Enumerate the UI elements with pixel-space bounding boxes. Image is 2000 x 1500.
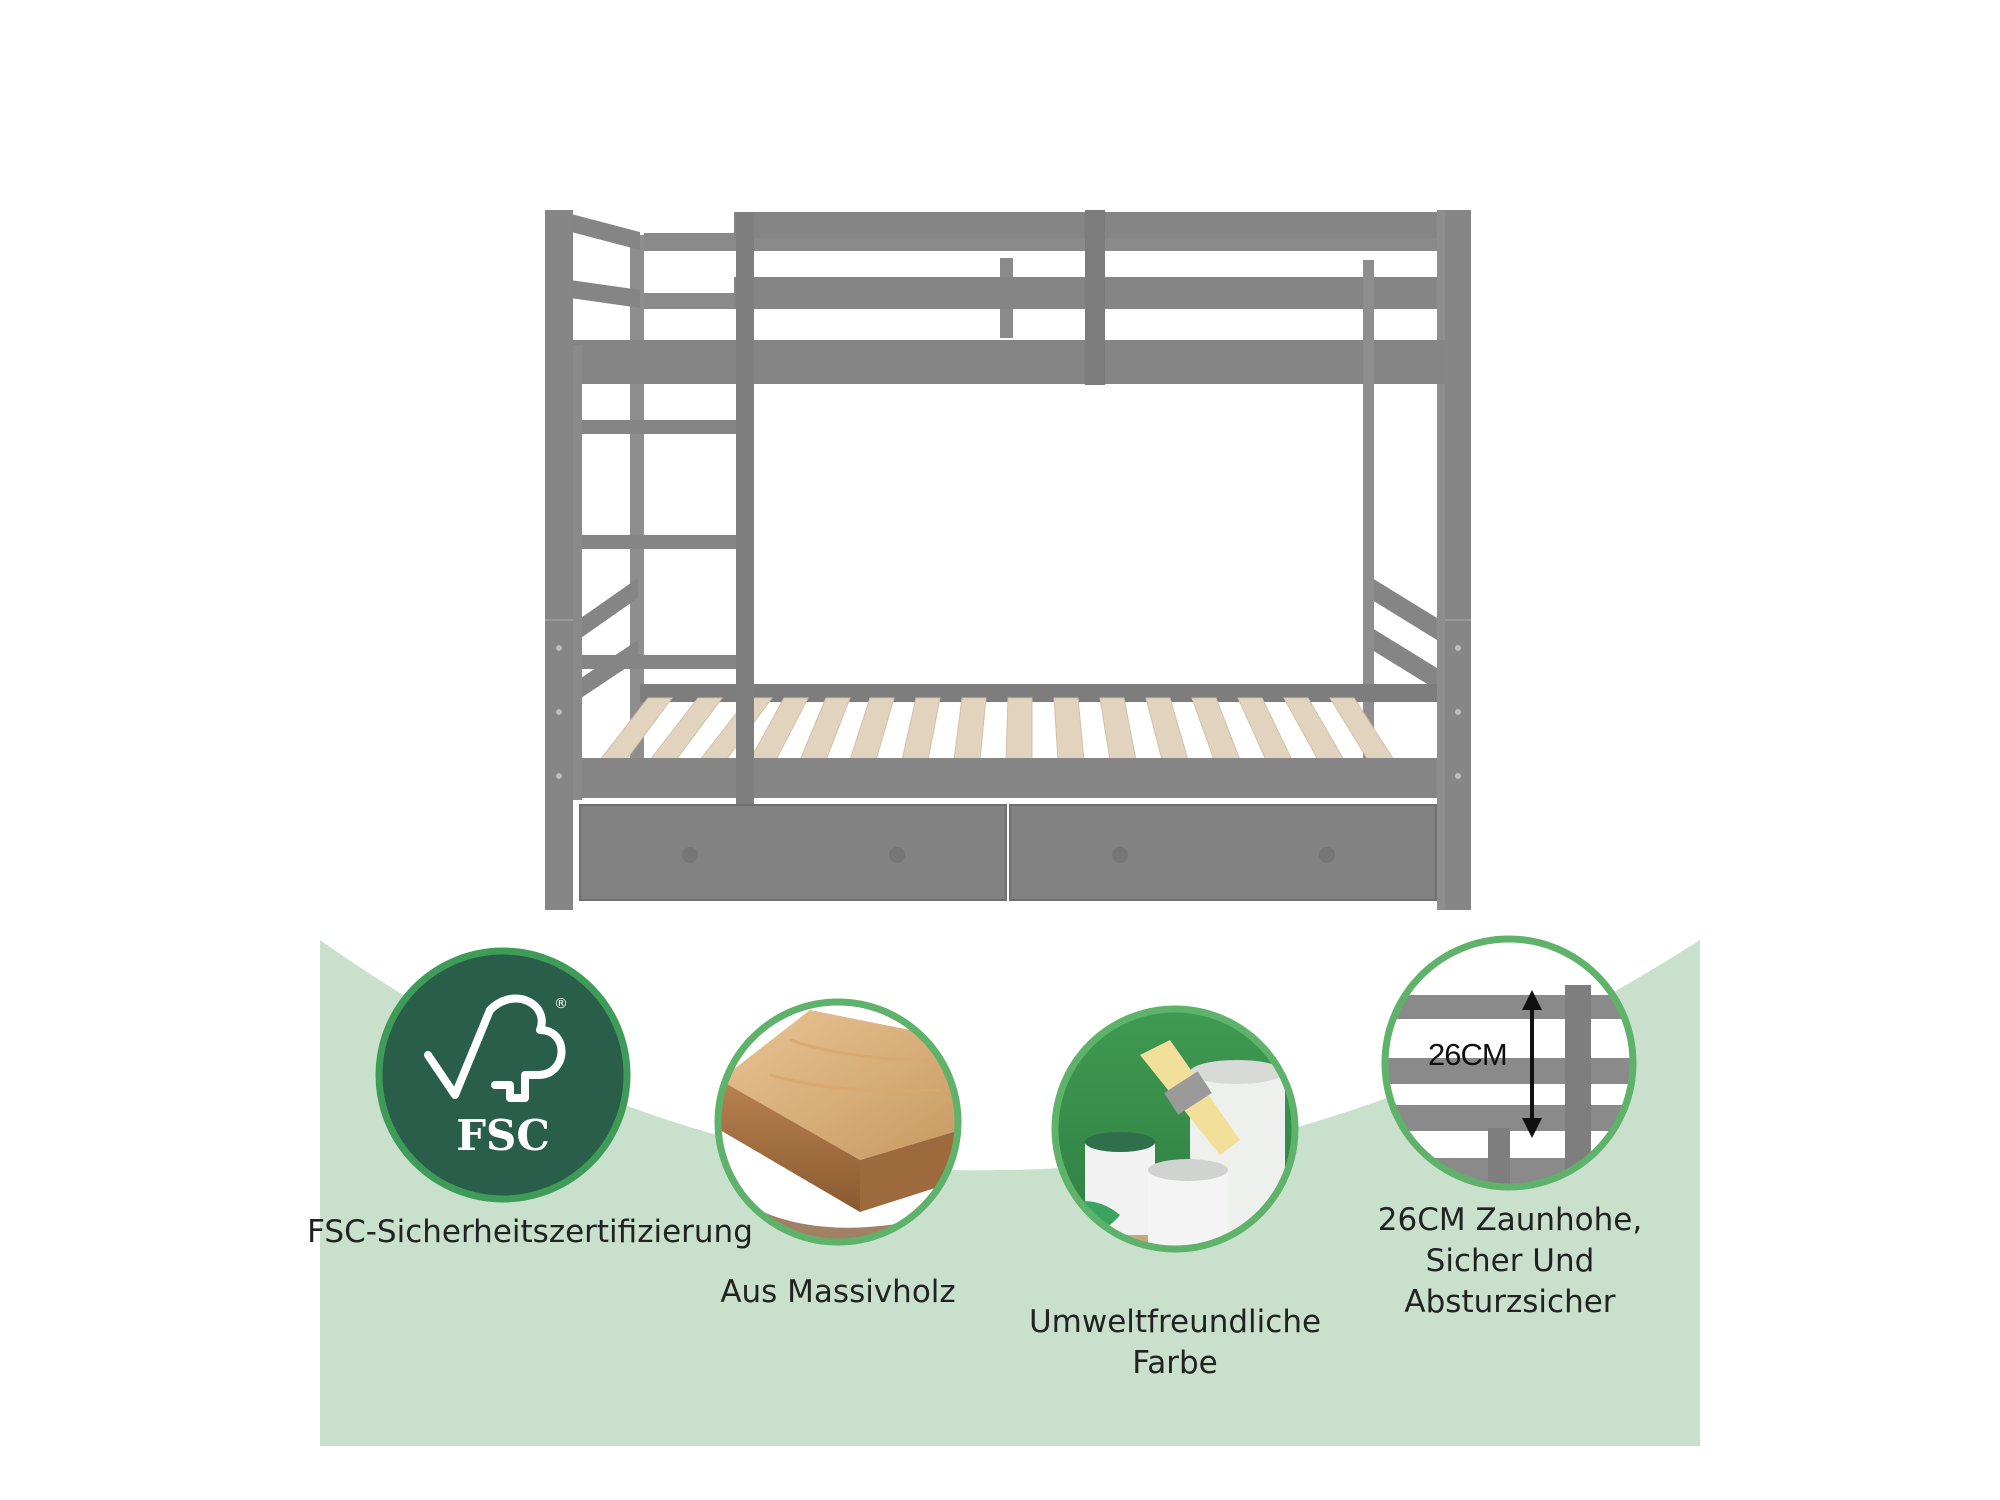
bed-left-low-rail [566, 340, 640, 360]
fsc-logo-text: FSC [456, 1111, 550, 1160]
feature-fence-label: 26CM Zaunhohe, Sicher Und Absturzsicher [1377, 1202, 1643, 1320]
bed-front-left-post [545, 210, 573, 910]
bed-left-top-rail [556, 210, 640, 250]
bed-drawer-right [1009, 804, 1437, 901]
paint-cans-brush-icon [1055, 1009, 1295, 1249]
bed-upper-side-rail [566, 340, 1449, 384]
svg-text:®: ® [554, 996, 568, 1012]
feature-fence-badge [1381, 935, 1637, 1191]
feature-fsc-badge: ® FSC [375, 947, 631, 1203]
bed-drawer-left [579, 804, 1007, 901]
feature-wood-badge [714, 998, 962, 1246]
solid-wood-board-icon [718, 1002, 958, 1242]
bed-front-right-post [1445, 210, 1471, 910]
feature-fsc-label: FSC-Sicherheitszertifizierung [307, 1214, 753, 1250]
bed-left-lower-rail-1 [578, 578, 638, 640]
feature-wood-label: Aus Massivholz [720, 1274, 956, 1310]
bed-right-lower-rail-1 [1372, 578, 1437, 640]
bunk-bed [545, 210, 1471, 910]
feature-panel-background [320, 940, 1700, 1446]
bed-right-inner-post [1363, 260, 1374, 780]
fence-measure-label: 26CM [1428, 1037, 1508, 1072]
bed-left-mid-rail [556, 278, 640, 308]
feature-paint-label: Umweltfreundliche Farbe [1028, 1304, 1322, 1381]
bed-left-lower-rail-2 [578, 640, 638, 700]
bed-front-divider [1085, 210, 1105, 385]
bed-slats [598, 697, 1395, 761]
fsc-logo-icon [424, 994, 566, 1102]
feature-paint-badge [1051, 1005, 1299, 1253]
bed-right-lower-rail-2 [1372, 628, 1437, 690]
